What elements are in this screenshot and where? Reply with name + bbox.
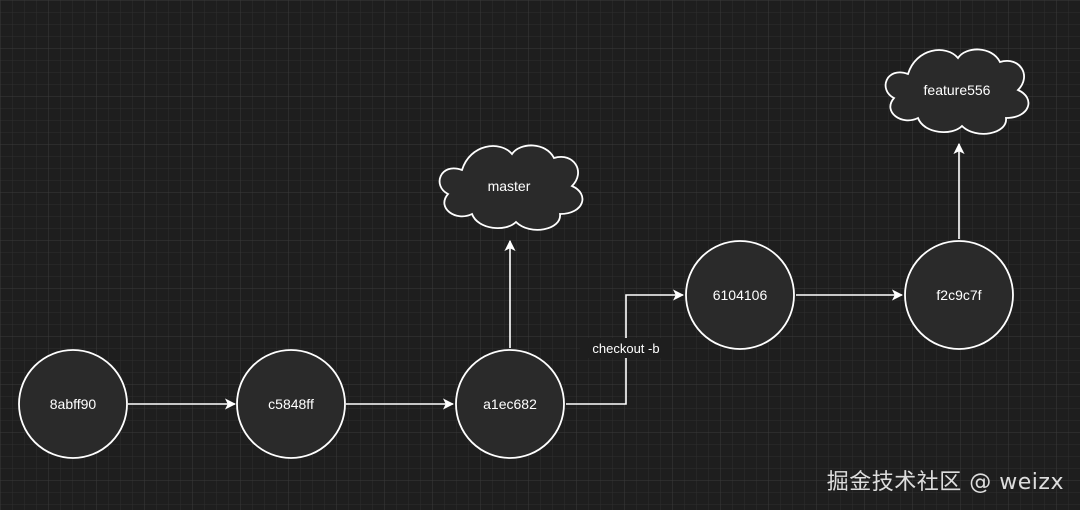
commit-label: 8abff90 xyxy=(50,396,97,412)
watermark: 掘金技术社区 @ weizx xyxy=(826,470,1064,495)
commit-label: 6104106 xyxy=(713,287,768,303)
commit-node-f2c9c7f[interactable]: f2c9c7f xyxy=(904,240,1014,350)
commit-node-6104106[interactable]: 6104106 xyxy=(685,240,795,350)
commit-node-c5848ff[interactable]: c5848ff xyxy=(236,349,346,459)
commit-node-8abff90[interactable]: 8abff90 xyxy=(18,349,128,459)
commit-label: c5848ff xyxy=(268,396,314,412)
commit-label: a1ec682 xyxy=(483,396,537,412)
branch-cloud-master[interactable]: master xyxy=(438,144,584,231)
branch-cloud-feature556[interactable]: feature556 xyxy=(884,48,1030,135)
checkout-label-bg xyxy=(580,338,672,358)
commit-label: f2c9c7f xyxy=(936,287,981,303)
branch-label: master xyxy=(488,178,531,194)
commit-node-a1ec682[interactable]: a1ec682 xyxy=(455,349,565,459)
checkout-label: checkout -b xyxy=(592,341,659,356)
branch-label: feature556 xyxy=(924,82,991,98)
